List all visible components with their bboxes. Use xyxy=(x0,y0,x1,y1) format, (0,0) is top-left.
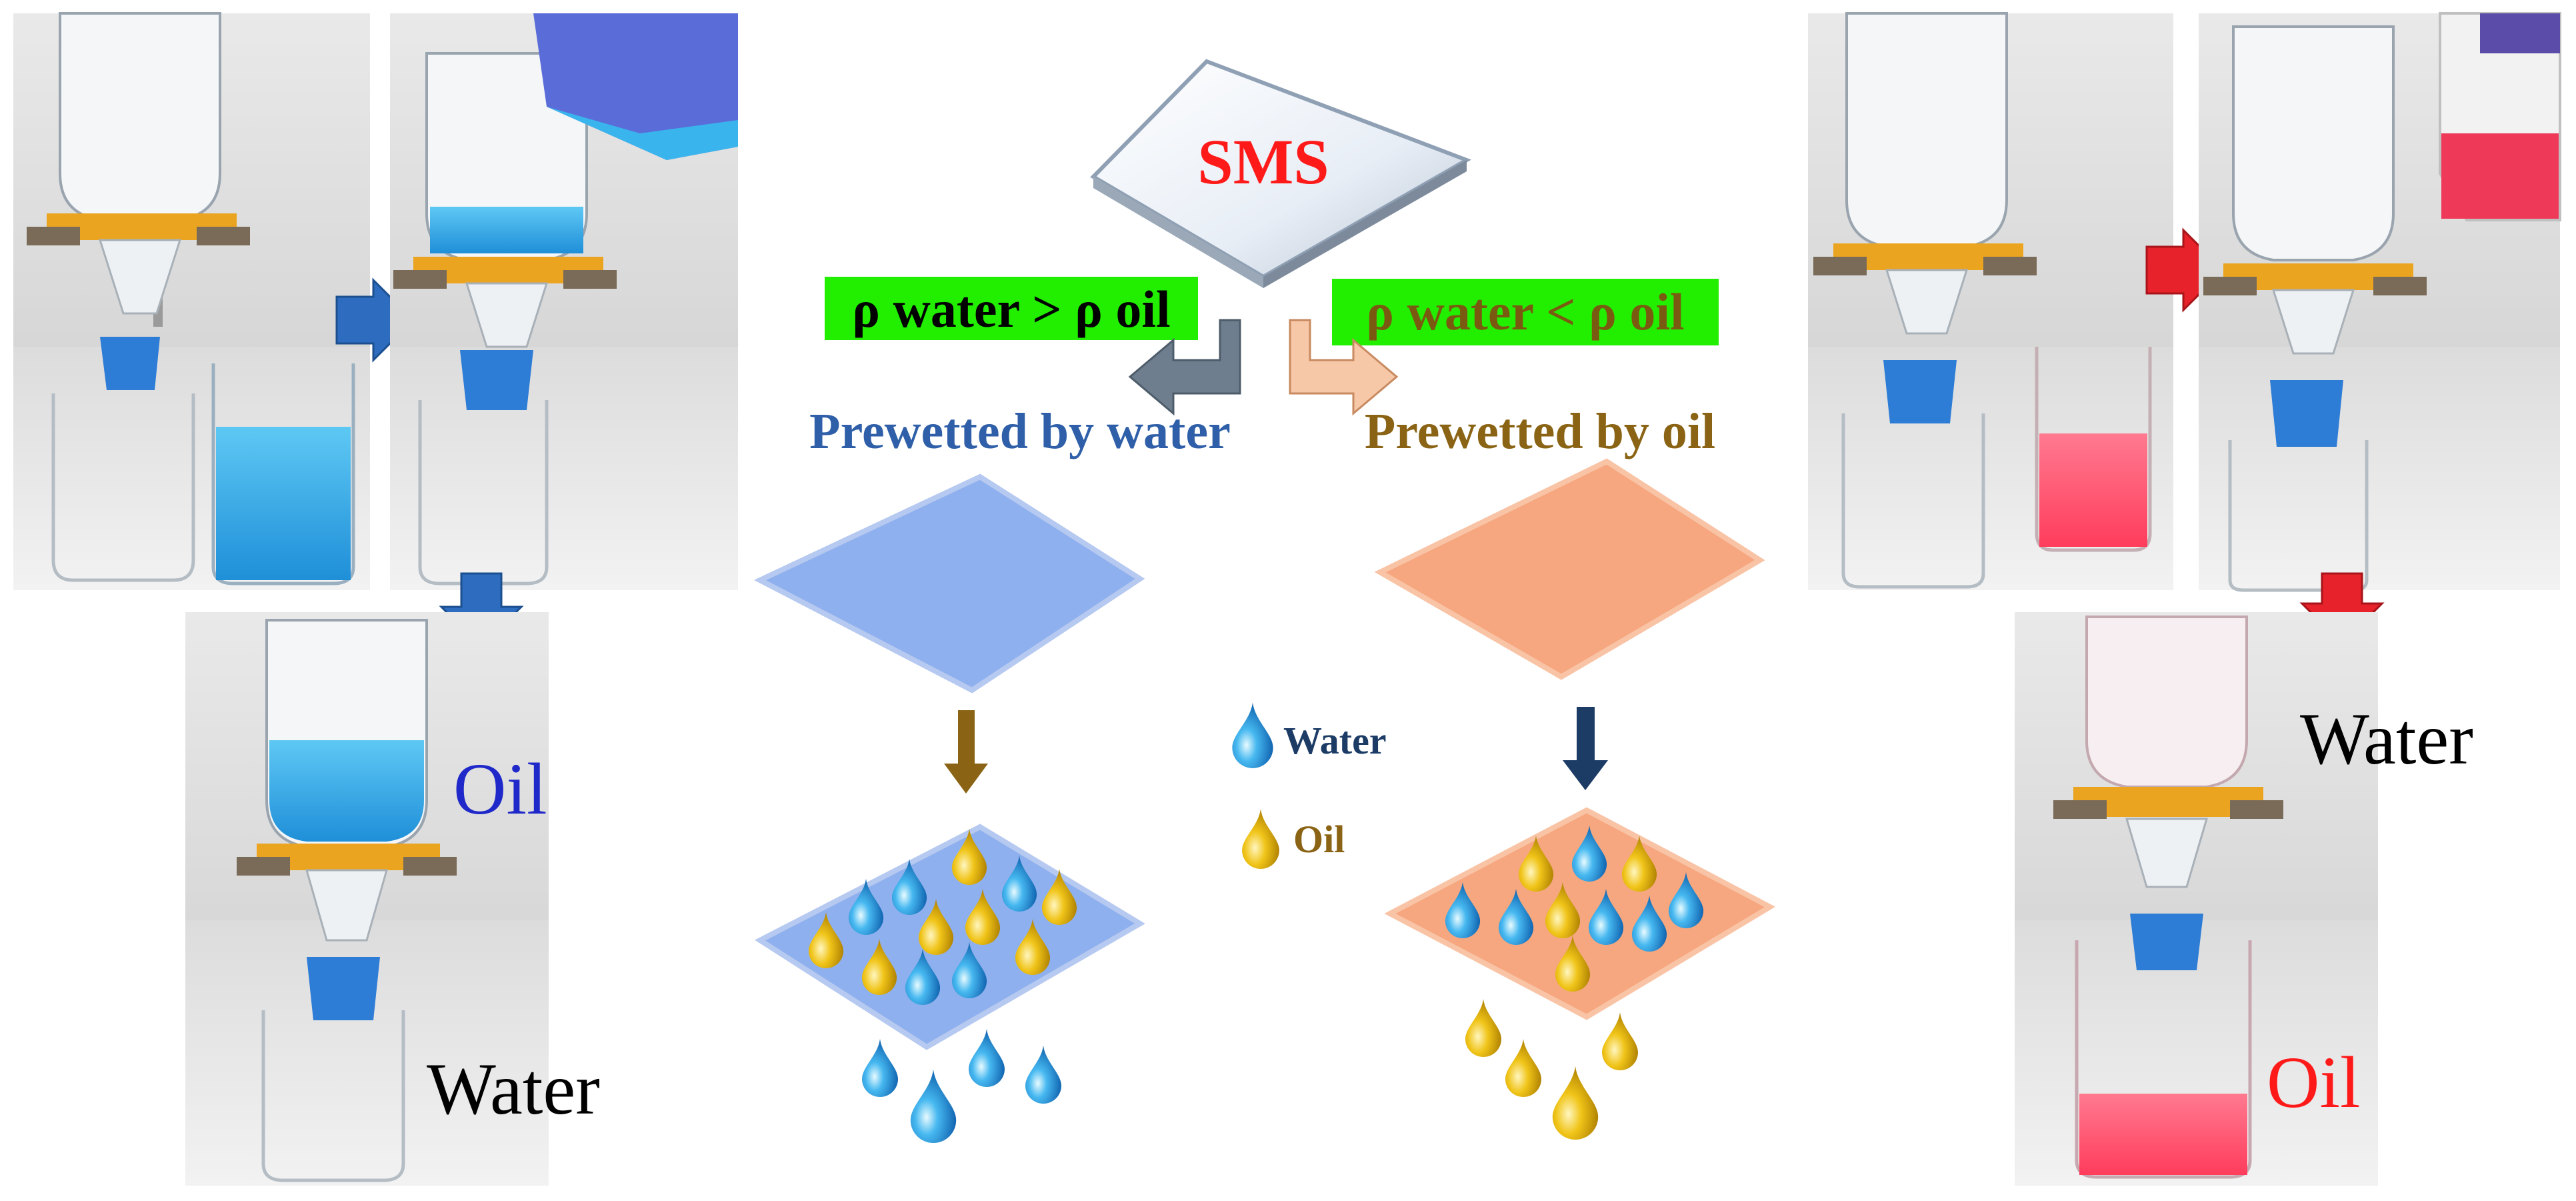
oil-passing-drops xyxy=(1465,999,1638,1140)
left-result-water-label: Water xyxy=(427,1048,600,1130)
right-condition-text: ρ water < ρ oil xyxy=(1366,283,1684,341)
legend-water-drop-icon xyxy=(1232,702,1273,768)
photo-left-filter-pouring xyxy=(390,13,738,590)
legend-water-label: Water xyxy=(1283,719,1387,762)
water-passing-drops xyxy=(862,1029,1061,1143)
left-prewet-label: Prewetted by water xyxy=(809,403,1231,459)
right-result-oil-label: Oil xyxy=(2267,1042,2361,1123)
legend-oil-drop-icon xyxy=(1242,809,1279,869)
right-condition-highlight xyxy=(1332,279,1719,345)
left-condition-highlight xyxy=(825,277,1198,340)
right-result-water-label: Water xyxy=(2300,698,2473,780)
sms-label: SMS xyxy=(1197,126,1329,197)
left-bent-arrow xyxy=(1128,319,1241,416)
photo-left-filter-result xyxy=(185,612,549,1186)
photo-left-filter-before xyxy=(13,12,370,590)
legend-oil-label: Oil xyxy=(1293,818,1345,861)
water-prewetted-membrane xyxy=(753,473,1145,694)
right-down-arrow xyxy=(1563,707,1608,790)
photo-right-filter-result xyxy=(2015,612,2378,1186)
right-prewet-label: Prewetted by oil xyxy=(1365,403,1715,459)
left-condition-text: ρ water > ρ oil xyxy=(852,280,1170,338)
left-down-arrow xyxy=(944,710,988,794)
sms-membrane xyxy=(1090,59,1471,288)
photo-right-filter-before xyxy=(1808,12,2173,590)
oil-membrane-with-drops xyxy=(1384,807,1776,1020)
oil-prewetted-membrane xyxy=(1374,458,1765,680)
right-bent-arrow xyxy=(1289,319,1399,416)
photo-right-filter-pouring xyxy=(2199,12,2561,592)
left-result-oil-label: Oil xyxy=(453,748,547,830)
